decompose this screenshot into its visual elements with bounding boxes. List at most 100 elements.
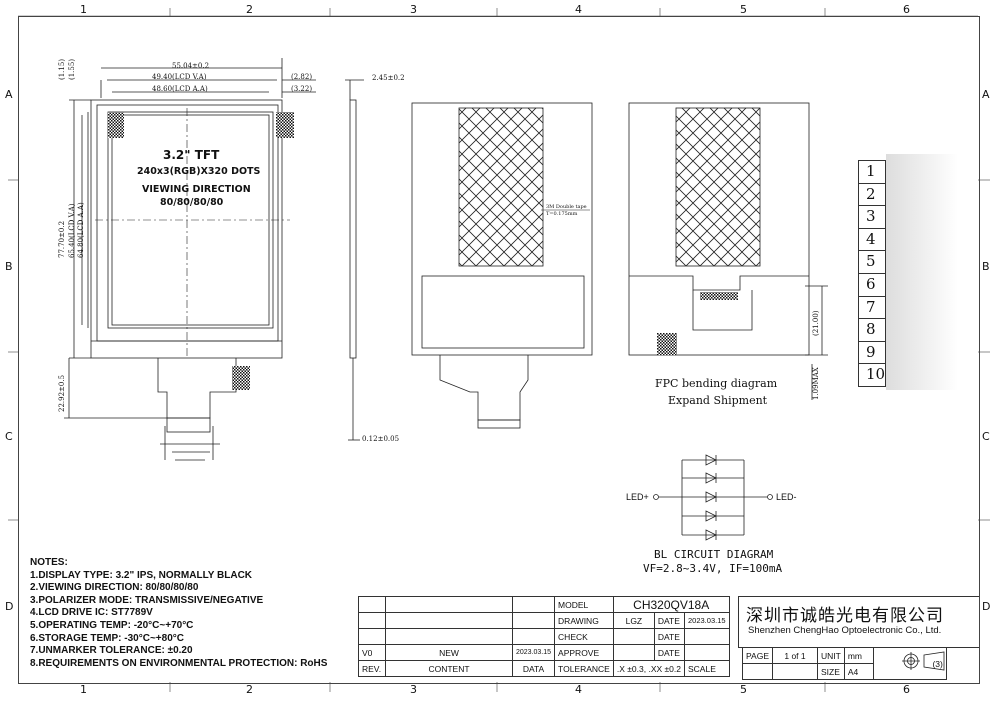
fpc-bend-caption: FPC bending diagram bbox=[655, 377, 778, 390]
check-label: CHECK bbox=[554, 628, 614, 645]
display-resolution: 240x3(RGB)X320 DOTS bbox=[137, 166, 261, 177]
tolerance-value: .X ±0.3, .XX ±0.2 bbox=[612, 660, 686, 677]
dim-fpc-length: 22.92±0.5 bbox=[58, 374, 66, 412]
bl-circuit-spec: VF=2.8~3.4V, IF=100mA bbox=[643, 562, 783, 575]
note-item: 7.UNMARKER TOLERANCE: ±0.20 bbox=[30, 645, 193, 657]
grid-row-label: B bbox=[5, 260, 13, 273]
dim-overall-height: 77.70±0.2 bbox=[58, 220, 66, 258]
pin-number: 10 bbox=[858, 363, 886, 387]
pin-box-shadow bbox=[886, 154, 958, 390]
grid-row-label: D bbox=[982, 600, 991, 613]
approve-date-label: DATE bbox=[653, 644, 686, 661]
note-item: 2.VIEWING DIRECTION: 80/80/80/80 bbox=[30, 582, 199, 594]
led-minus-label: LED- bbox=[776, 492, 797, 502]
data-header: DATA bbox=[511, 660, 556, 677]
grid-col-label: 6 bbox=[903, 683, 910, 696]
note-item: 6.STORAGE TEMP: -30°C~+80°C bbox=[30, 632, 184, 644]
pin-number: 5 bbox=[858, 250, 886, 273]
grid-col-label: 4 bbox=[575, 3, 582, 16]
note-item: 8.REQUIREMENTS ON ENVIRONMENTAL PROTECTI… bbox=[30, 657, 328, 669]
grid-row-label: A bbox=[5, 88, 13, 101]
pin-number: 6 bbox=[858, 272, 886, 296]
tape-thickness: T=0.175mm bbox=[546, 211, 578, 217]
dim-right-offset: (2.82) bbox=[291, 73, 313, 81]
grid-col-label: 1 bbox=[80, 3, 87, 16]
model-label: MODEL bbox=[554, 596, 614, 613]
grid-col-label: 5 bbox=[740, 683, 747, 696]
led-plus-label: LED+ bbox=[626, 492, 649, 502]
drawing-date: 2023.03.15 bbox=[684, 612, 730, 629]
scale-label: SCALE bbox=[684, 660, 730, 677]
rev-date: 2023.03.15 bbox=[511, 644, 556, 661]
viewing-direction-label: VIEWING DIRECTION bbox=[142, 184, 251, 195]
company-name-en: Shenzhen ChengHao Optoelectronic Co., Lt… bbox=[748, 625, 942, 636]
grid-row-label: D bbox=[5, 600, 14, 613]
grid-col-label: 3 bbox=[410, 683, 417, 696]
pin-number: 4 bbox=[858, 227, 886, 251]
dim-left-offset: (1.15) bbox=[58, 58, 66, 80]
grid-row-label: C bbox=[982, 430, 990, 443]
dim-left-offset: (1.55) bbox=[68, 58, 76, 80]
dim-right-offset: (3.22) bbox=[291, 85, 313, 93]
pin-number: 8 bbox=[858, 318, 886, 341]
viewing-direction-value: 80/80/80/80 bbox=[160, 197, 224, 208]
pin-number: 2 bbox=[858, 182, 886, 206]
note-item: 1.DISPLAY TYPE: 3.2" IPS, NORMALLY BLACK bbox=[30, 569, 253, 581]
approve-label: APPROVE bbox=[554, 644, 614, 661]
pin-number-list: 1 2 3 4 5 6 7 8 9 10 bbox=[858, 160, 886, 387]
dim-bend-max: 1.09MAX bbox=[812, 367, 820, 400]
drawing-frame bbox=[18, 16, 980, 684]
grid-col-label: 3 bbox=[410, 3, 417, 16]
rev-value: V0 bbox=[358, 644, 386, 661]
display-size: 3.2" TFT bbox=[163, 148, 220, 162]
pin-number: 1 bbox=[858, 160, 886, 183]
content-header: CONTENT bbox=[385, 660, 513, 677]
grid-col-label: 4 bbox=[575, 683, 582, 696]
model-value: CH320QV18A bbox=[612, 596, 730, 613]
note-item: 4.LCD DRIVE IC: ST7789V bbox=[30, 607, 153, 619]
dim-aa-height: 64.80(LCD A.A) bbox=[77, 202, 85, 258]
unit-label: UNIT bbox=[817, 647, 845, 664]
grid-col-label: 1 bbox=[80, 683, 87, 696]
size-label: SIZE bbox=[817, 663, 845, 680]
pin-number: 7 bbox=[858, 295, 886, 319]
date-label: DATE bbox=[653, 612, 686, 629]
grid-row-label: A bbox=[982, 88, 990, 101]
rev-content: NEW bbox=[385, 644, 513, 661]
dim-bend-height: (21.00) bbox=[812, 310, 820, 336]
notes-section: NOTES: 1.DISPLAY TYPE: 3.2" IPS, NORMALL… bbox=[30, 557, 327, 670]
grid-col-label: 2 bbox=[246, 683, 253, 696]
company-name-cn: 深圳市诚皓光电有限公司 bbox=[746, 606, 944, 625]
title-block: MODEL CH320QV18A DRAWING LGZ DATE 2023.0… bbox=[358, 596, 730, 677]
page-info-block: PAGE 1 of 1 UNIT mm (3) SIZE A4 bbox=[742, 647, 947, 680]
check-date-label: DATE bbox=[653, 628, 686, 645]
dim-overall-width: 55.04±0.2 bbox=[172, 62, 210, 70]
pin-number: 9 bbox=[858, 340, 886, 364]
dim-va-height: 65.40(LCD V.A) bbox=[68, 203, 76, 258]
size-value: A4 bbox=[843, 663, 874, 680]
dim-thickness: 2.45±0.2 bbox=[372, 74, 405, 82]
grid-row-label: B bbox=[982, 260, 990, 273]
fpc-expand-caption: Expand Shipment bbox=[668, 394, 768, 407]
notes-title: NOTES: bbox=[30, 557, 68, 568]
drawing-value: LGZ bbox=[612, 612, 655, 629]
page-label: PAGE bbox=[742, 647, 773, 664]
tolerance-label: TOLERANCE bbox=[554, 660, 614, 677]
note-item: 3.POLARIZER MODE: TRANSMISSIVE/NEGATIVE bbox=[30, 594, 264, 606]
note-item: 5.OPERATING TEMP: -20°C~+70°C bbox=[30, 619, 194, 631]
tape-label: 3M Double tape bbox=[546, 204, 587, 210]
grid-col-label: 2 bbox=[246, 3, 253, 16]
bl-circuit-title: BL CIRCUIT DIAGRAM bbox=[654, 548, 774, 561]
projection-mark: (3) bbox=[872, 647, 947, 680]
pin-number: 3 bbox=[858, 205, 886, 228]
page-value: 1 of 1 bbox=[772, 647, 818, 664]
rev-header: REV. bbox=[358, 660, 386, 677]
drawing-label: DRAWING bbox=[554, 612, 614, 629]
unit-value: mm bbox=[843, 647, 874, 664]
dim-fpc-thickness: 0.12±0.05 bbox=[362, 435, 400, 443]
grid-col-label: 5 bbox=[740, 3, 747, 16]
dim-lcd-va-width: 49.40(LCD V.A) bbox=[152, 73, 207, 81]
grid-col-label: 6 bbox=[903, 3, 910, 16]
dim-lcd-aa-width: 48.60(LCD A.A) bbox=[152, 85, 208, 93]
